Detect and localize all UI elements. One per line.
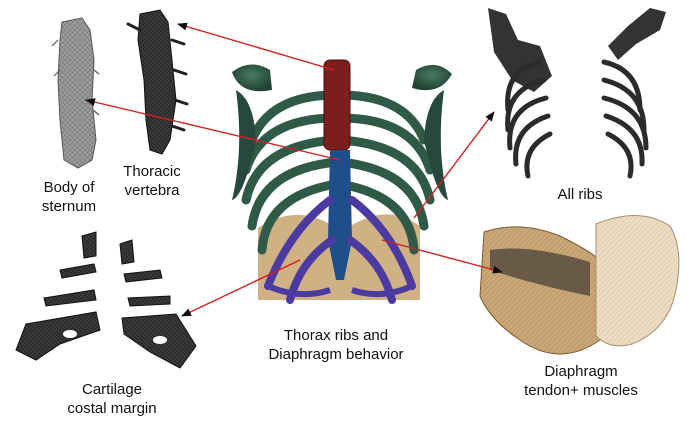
all-ribs-label-line-1: All ribs	[540, 185, 620, 204]
vertebra-label-line-2: vertebra	[112, 181, 192, 200]
all-ribs-label: All ribs	[540, 185, 620, 204]
cartilage-label: Cartilage costal margin	[52, 380, 172, 418]
sternum-label: Body of sternum	[34, 178, 104, 216]
arrow-to-vertebra	[178, 24, 334, 70]
diaphragm-label-line-1: Diaphragm	[516, 362, 646, 381]
cartilage-label-line-2: costal margin	[52, 399, 172, 418]
cartilage-model	[16, 232, 196, 368]
diaphragm-label: Diaphragm tendon+ muscles	[516, 362, 646, 400]
arrow-to-sternum	[86, 100, 340, 160]
diaphragm-model	[480, 215, 679, 354]
vertebra-label: Thoracic vertebra	[112, 162, 192, 200]
thorax-label: Thorax ribs and Diaphragm behavior	[256, 326, 416, 364]
all-ribs-model	[488, 8, 666, 176]
thorax-label-line-2: Diaphragm behavior	[256, 345, 416, 364]
cartilage-label-line-1: Cartilage	[52, 380, 172, 399]
thoracic-vertebra-model	[128, 10, 187, 154]
sternum-label-line-2: sternum	[34, 197, 104, 216]
sternum-model	[52, 18, 99, 168]
sternum-label-line-1: Body of	[34, 178, 104, 197]
diaphragm-label-line-2: tendon+ muscles	[516, 381, 646, 400]
vertebra-label-line-1: Thoracic	[112, 162, 192, 181]
thorax-model	[232, 60, 452, 300]
thorax-label-line-1: Thorax ribs and	[256, 326, 416, 345]
